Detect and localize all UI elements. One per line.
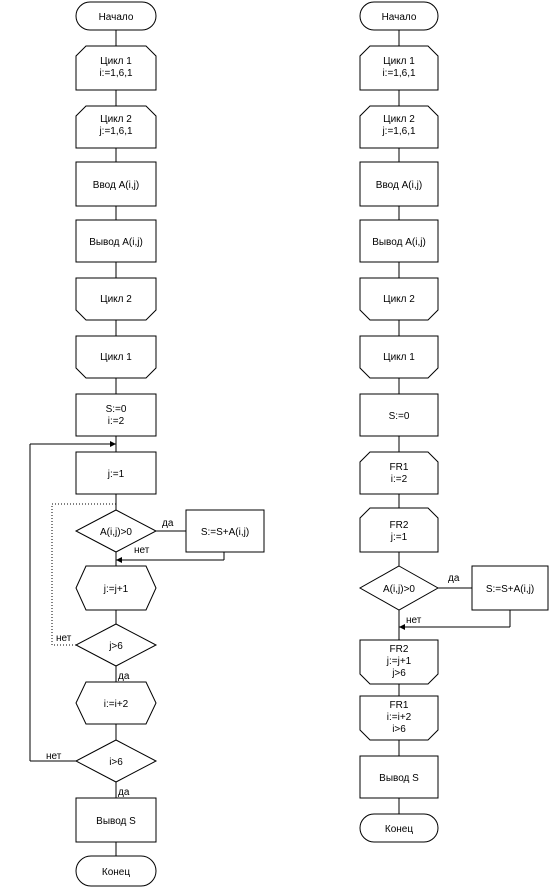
left-yes-label-positive: да [162, 518, 174, 529]
left-yes-label-i: да [118, 787, 130, 798]
right-loop1-close-shape [359, 335, 439, 379]
left-input-box [75, 161, 157, 207]
left-no-label-positive: нет [134, 545, 150, 556]
left-init-line1: S:=0 [106, 404, 127, 415]
right-end-label: Конец [385, 824, 413, 835]
left-output-a-box [75, 219, 157, 263]
right-fr1-close-line1: FR1 [390, 700, 409, 711]
right-fr1-open-line2: i:=2 [391, 474, 408, 485]
right-end-terminal [359, 813, 439, 843]
left-loop1-open-line2: i:=1,6,1 [99, 68, 133, 79]
left-end-label: Конец [102, 867, 130, 878]
left-init-box [75, 393, 157, 437]
left-output-a-label: Вывод A(i,j) [89, 237, 143, 248]
left-init-line2: i:=2 [108, 416, 125, 427]
right-init-box [359, 393, 439, 437]
right-loop2-open-line1: Цикл 2 [383, 114, 415, 125]
left-loop2-open-line1: Цикл 2 [100, 114, 132, 125]
right-fr1-close-shape [359, 695, 439, 741]
left-flowchart: Начало Цикл 1 i:=1,6,1 Цикл 2 j:=1,6,1 В… [29, 1, 265, 887]
right-loop2-close-label: Цикл 2 [383, 294, 415, 305]
right-fr1-open-shape [359, 451, 439, 495]
left-yes-label-j: да [118, 671, 130, 682]
left-cond-positive-diamond [74, 509, 158, 553]
right-output-a-box [359, 219, 439, 263]
left-loop2-open-line2: j:=1,6,1 [98, 126, 133, 137]
right-fr2-close-line2: j:=j+1 [386, 656, 412, 667]
left-inc-i-hexagon [75, 681, 157, 725]
left-end-terminal [75, 855, 157, 887]
left-cond-j-diamond [74, 623, 158, 667]
right-cond-positive-diamond [358, 565, 440, 611]
right-fr1-open-line1: FR1 [390, 462, 409, 473]
left-set-j-label: j:=1 [107, 469, 125, 480]
right-fr1-close-line2: i:=i+2 [387, 712, 412, 723]
right-fr2-close-line1: FR2 [390, 644, 409, 655]
right-start-label: Начало [382, 12, 417, 23]
right-output-s-label: Вывод S [379, 773, 419, 784]
right-fr2-open-line1: FR2 [390, 520, 409, 531]
right-init-label: S:=0 [389, 411, 410, 422]
right-loop1-open-shape [359, 45, 439, 91]
right-cond-positive-label: A(i,j)>0 [383, 584, 415, 595]
left-cond-positive-label: A(i,j)>0 [100, 527, 132, 538]
left-inc-i-label: i:=i+2 [104, 699, 129, 710]
right-fr1-close-line3: i>6 [392, 724, 406, 735]
left-inc-j-hexagon [75, 565, 157, 611]
right-flowchart: Начало Цикл 1 i:=1,6,1 Цикл 2 j:=1,6,1 В… [358, 1, 549, 843]
right-yes-label: да [448, 573, 460, 584]
left-cond-j-label: j>6 [108, 641, 123, 652]
right-fr2-close-line3: j>6 [391, 668, 406, 679]
left-loop2-open-shape [75, 105, 157, 149]
right-output-s-box [359, 755, 439, 799]
left-start-terminal [75, 1, 157, 31]
right-fr2-open-shape [359, 507, 439, 553]
left-no-label-i: нет [46, 751, 62, 762]
left-set-j-box [75, 451, 157, 495]
left-output-s-box [75, 797, 157, 843]
right-loop1-open-line1: Цикл 1 [383, 56, 415, 67]
left-cond-i-label: i>6 [109, 757, 123, 768]
left-accumulate-label: S:=S+A(i,j) [201, 527, 249, 538]
right-output-a-label: Вывод A(i,j) [372, 237, 426, 248]
right-no-label: нет [406, 615, 422, 626]
right-accumulate-box [471, 565, 549, 611]
right-input-label: Ввод A(i,j) [376, 180, 422, 191]
right-loop2-open-shape [359, 105, 439, 149]
left-loop1-close-shape [75, 335, 157, 379]
left-loop1-open-line1: Цикл 1 [100, 56, 132, 67]
left-cond-i-diamond [74, 739, 158, 783]
right-start-terminal [359, 1, 439, 31]
right-loop2-open-line2: j:=1,6,1 [381, 126, 416, 137]
right-fr2-open-line2: j:=1 [390, 532, 408, 543]
left-input-label: Ввод A(i,j) [93, 180, 139, 191]
left-loop2-close-label: Цикл 2 [100, 294, 132, 305]
left-output-s-label: Вывод S [96, 816, 136, 827]
left-loop2-close-shape [75, 277, 157, 321]
left-no-label-j: нет [56, 633, 72, 644]
right-loop2-close-shape [359, 277, 439, 321]
left-inc-j-label: j:=j+1 [103, 584, 129, 595]
right-fr2-close-shape [359, 639, 439, 685]
right-loop1-open-line2: i:=1,6,1 [382, 68, 416, 79]
right-input-box [359, 161, 439, 207]
left-accumulate-box [185, 509, 265, 553]
left-loop1-open-shape [75, 45, 157, 91]
left-loop1-close-label: Цикл 1 [100, 352, 132, 363]
left-start-label: Начало [99, 12, 134, 23]
right-accumulate-label: S:=S+A(i,j) [486, 584, 534, 595]
right-loop1-close-label: Цикл 1 [383, 352, 415, 363]
